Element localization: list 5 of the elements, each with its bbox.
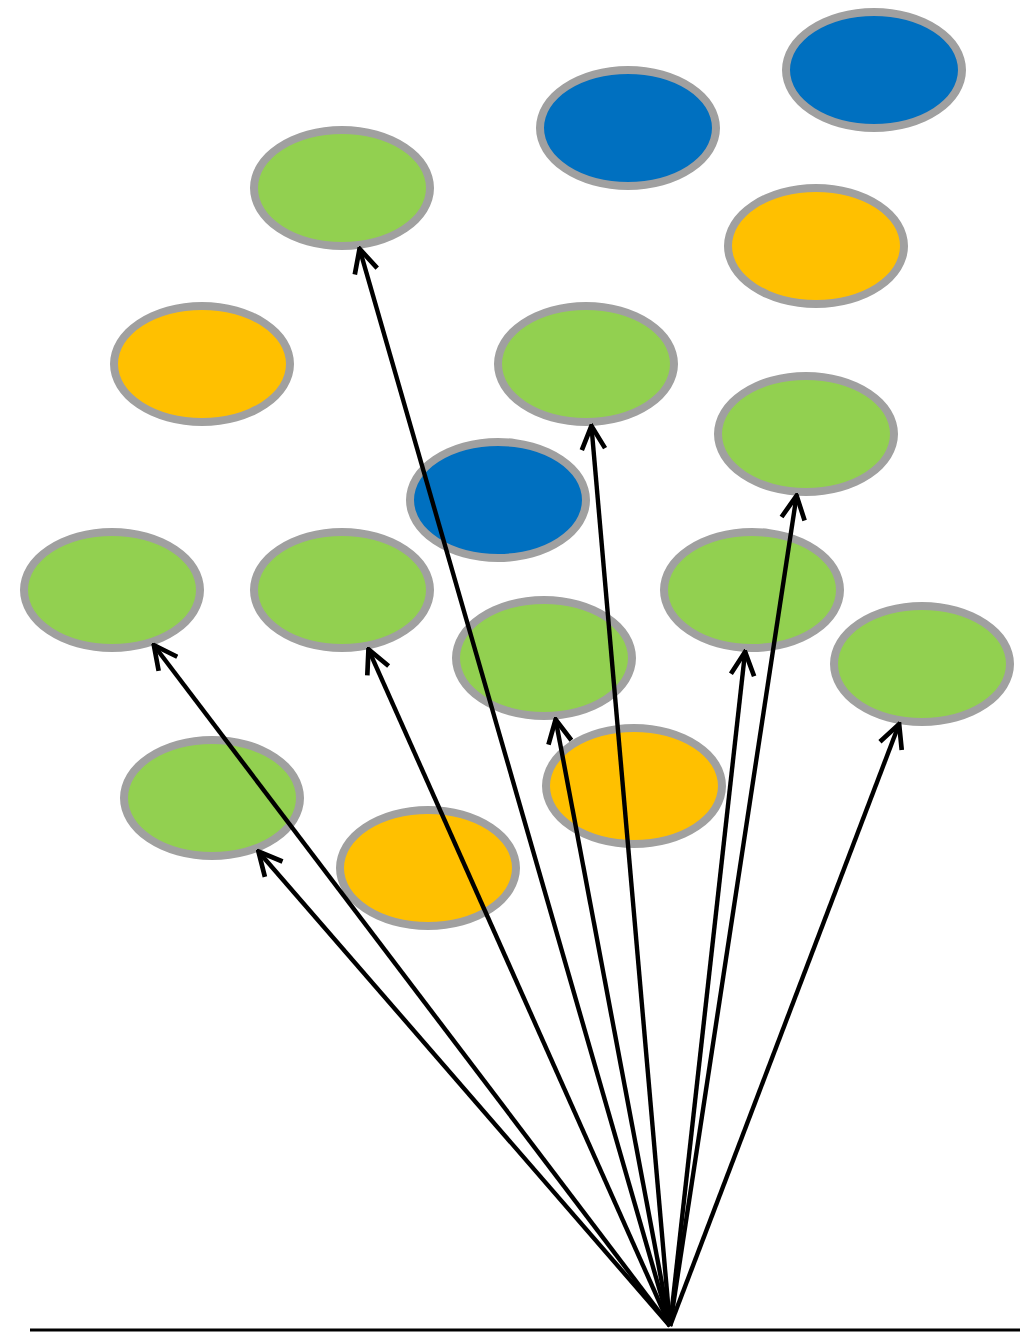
arrow <box>256 849 672 1328</box>
arrow <box>546 717 673 1327</box>
ellipse <box>406 438 590 562</box>
ellipse <box>542 724 726 848</box>
arrow <box>667 721 905 1327</box>
